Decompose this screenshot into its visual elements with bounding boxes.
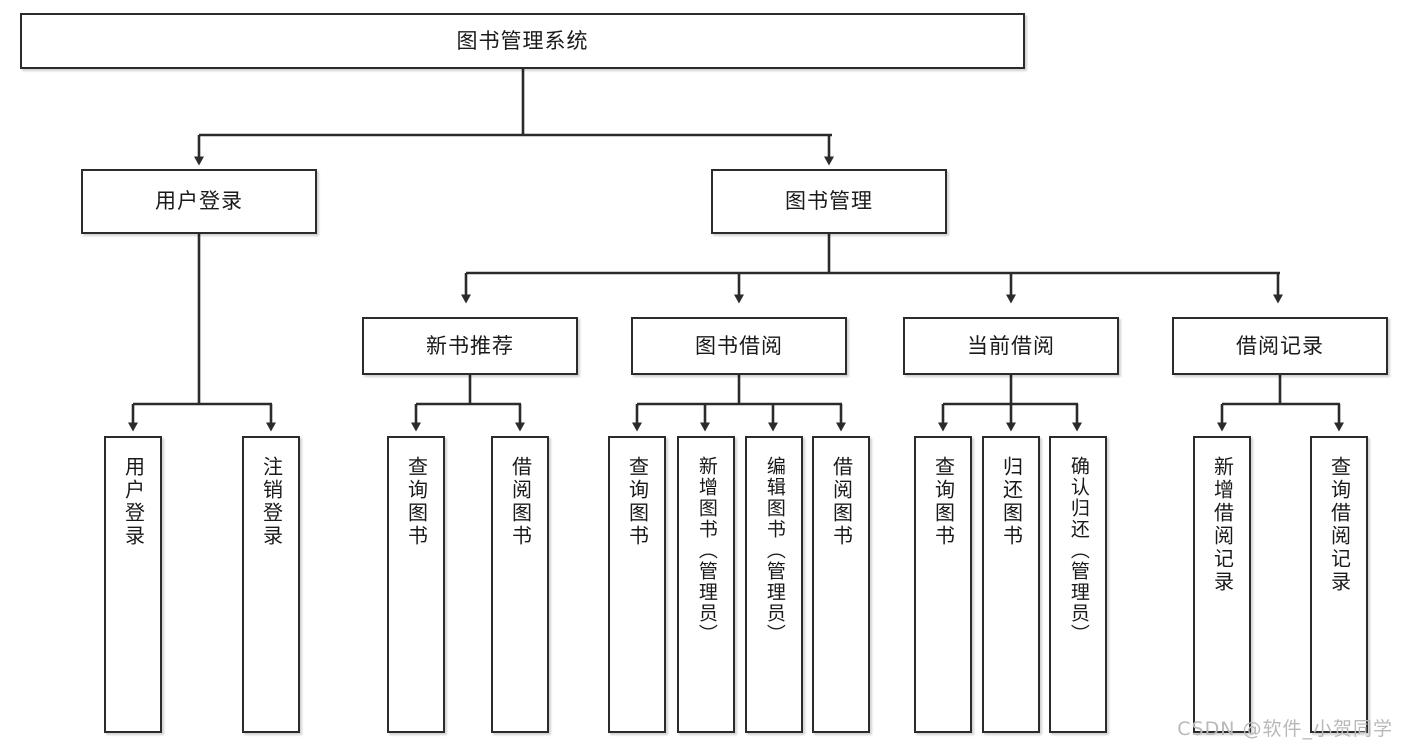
node-label: 新书推荐 [426,333,514,358]
leaf-record-add-record[interactable]: 新增借阅记录 [1193,436,1251,733]
node-label: 借阅记录 [1236,333,1324,358]
node-label: 新增借阅记录 [1210,456,1235,594]
node-label: 查询图书 [404,456,429,548]
leaf-current-return-book[interactable]: 归还图书 [982,436,1040,733]
watermark-text: CSDN @软件_小贺同学 [1177,718,1393,740]
node-label: 归还图书 [999,456,1024,548]
leaf-borrow-query-book[interactable]: 查询图书 [608,436,666,733]
node-label: 查询借阅记录 [1327,456,1352,594]
node-current-borrow[interactable]: 当前借阅 [903,317,1119,375]
node-label: 用户登录 [155,189,243,214]
node-book-borrow[interactable]: 图书借阅 [631,317,847,375]
node-label: 图书借阅 [695,333,783,358]
node-label: 借阅图书 [508,456,533,548]
node-label: 确认归还（管理员） [1067,456,1090,645]
leaf-record-query-record[interactable]: 查询借阅记录 [1310,436,1368,733]
node-label: 图书管理 [785,189,873,214]
node-new-book-recommend[interactable]: 新书推荐 [362,317,578,375]
leaf-current-confirm-return-admin[interactable]: 确认归还（管理员） [1049,436,1107,733]
node-label: 借阅图书 [829,456,854,548]
node-label: 编辑图书（管理员） [763,456,786,645]
node-label: 查询图书 [931,456,956,548]
node-label: 图书管理系统 [456,28,589,53]
node-user-login[interactable]: 用户登录 [81,169,317,234]
node-label: 新增图书（管理员） [695,456,718,645]
leaf-user-login-login[interactable]: 用户登录 [104,436,162,733]
node-borrow-record[interactable]: 借阅记录 [1172,317,1388,375]
node-label: 查询图书 [625,456,650,548]
leaf-recommend-borrow-book[interactable]: 借阅图书 [491,436,549,733]
leaf-recommend-query-book[interactable]: 查询图书 [387,436,445,733]
leaf-user-login-logout[interactable]: 注销登录 [242,436,300,733]
node-label: 当前借阅 [967,333,1055,358]
node-root-system[interactable]: 图书管理系统 [20,13,1025,69]
leaf-borrow-edit-book-admin[interactable]: 编辑图书（管理员） [745,436,803,733]
leaf-current-query-book[interactable]: 查询图书 [914,436,972,733]
leaf-borrow-add-book-admin[interactable]: 新增图书（管理员） [677,436,735,733]
node-label: 注销登录 [259,456,284,548]
node-book-management[interactable]: 图书管理 [711,169,947,234]
node-label: 用户登录 [121,456,146,548]
leaf-borrow-borrow-book[interactable]: 借阅图书 [812,436,870,733]
